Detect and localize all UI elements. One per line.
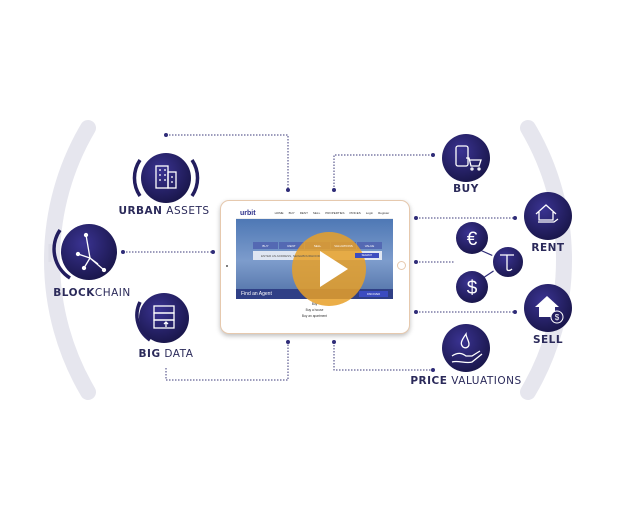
list-item: Buy an apartment (301, 314, 328, 318)
urbit-logo: urbit (240, 209, 256, 217)
tab-buy: BUY (262, 243, 269, 248)
list-item: Buy (311, 302, 318, 306)
right-arc (520, 120, 572, 400)
house-dollar-icon: $ (535, 296, 564, 324)
hand-drop-icon (451, 331, 483, 364)
nav-login: Login (365, 211, 374, 215)
svg-text:PRICE VALUATIONS: PRICE VALUATIONS (410, 375, 521, 387)
nav-prices: PRICES (349, 211, 361, 215)
tablet-camera (226, 265, 228, 267)
node-urban-assets: URBAN ASSETS (118, 153, 209, 217)
tablet-home-button (397, 261, 406, 270)
currency-coins: € $ (456, 222, 525, 303)
svg-text:$: $ (555, 313, 560, 322)
left-arc (44, 120, 96, 400)
tab-rent-box: RENT (279, 242, 304, 249)
node-rent: RENT (524, 192, 572, 254)
nav-home: HOME (274, 211, 284, 215)
nav-properties: PROPERTIES (325, 211, 345, 215)
node-blockchain: BLOCKCHAIN (48, 224, 130, 299)
label-rest: VALUATIONS (447, 375, 521, 387)
video-preview[interactable]: urbit HOME BUY RENT SELL PROPERTIES PRIC… (236, 208, 393, 326)
crypto-token-icon (500, 254, 514, 272)
hero-section: BUY RENT SELL VALUATIONS VALUE ENTER AN … (236, 219, 393, 289)
search-placeholder: ENTER AN ADDRESS, NEIGHBOURHOOD (261, 253, 321, 258)
tab-value: VALUE (364, 243, 375, 248)
svg-text:BIG DATA: BIG DATA (139, 348, 194, 360)
play-button[interactable] (292, 232, 366, 306)
label-bold: BLOCK (53, 287, 95, 299)
discover-button: DISCOVER (358, 291, 388, 297)
tab-sell-box: SELL (305, 242, 330, 249)
svg-text:URBAN ASSETS: URBAN ASSETS (118, 205, 209, 217)
search-button: SEARCH (354, 252, 379, 258)
tablet: urbit HOME BUY RENT SELL PROPERTIES PRIC… (220, 200, 410, 334)
find-agent-title: Find an Agent (241, 291, 272, 297)
nav-buy: BUY (288, 211, 295, 215)
node-buy: BUY (442, 134, 490, 195)
buy-links: Buy Buy a house Buy an apartment (236, 299, 393, 319)
buildings-icon (155, 165, 177, 189)
label-bold: BIG (139, 348, 161, 360)
tab-valuations-box: VALUATIONS (331, 242, 356, 249)
euro-icon: € (467, 229, 478, 250)
tab-rent: RENT (287, 243, 296, 248)
node-sell: $ SELL (524, 284, 572, 346)
label-buy: BUY (453, 183, 479, 195)
svg-text:BLOCKCHAIN: BLOCKCHAIN (53, 287, 130, 299)
house-key-icon (535, 204, 559, 223)
tab-sell: SELL (313, 243, 322, 248)
label-rest: DATA (161, 348, 194, 360)
node-big-data: BIG DATA (135, 293, 194, 360)
shopping-cart-icon (455, 145, 482, 171)
list-item: Buy a house (305, 308, 324, 312)
label-rent: RENT (531, 242, 565, 254)
nav-register: Register (378, 211, 390, 215)
server-icon (153, 305, 175, 329)
site-nav: urbit HOME BUY RENT SELL PROPERTIES PRIC… (236, 208, 393, 219)
label-sell: SELL (533, 334, 563, 346)
search-bar: ENTER AN ADDRESS, NEIGHBOURHOOD SEARCH (253, 251, 382, 260)
tab-value-box: VALUE (357, 242, 382, 249)
dollar-icon: $ (467, 278, 478, 299)
label-bold: URBAN (118, 205, 162, 217)
tab-valuations: VALUATIONS (334, 243, 353, 248)
node-price-valuations: PRICE VALUATIONS (410, 324, 521, 387)
label-rest: ASSETS (162, 205, 209, 217)
label-rest: CHAIN (95, 287, 131, 299)
network-nodes-icon (75, 232, 107, 273)
tab-buy-box: BUY (253, 242, 278, 249)
label-bold: PRICE (410, 375, 447, 387)
nav-sell: SELL (312, 211, 321, 215)
connectors (121, 133, 517, 381)
nav-rent: RENT (299, 211, 308, 215)
